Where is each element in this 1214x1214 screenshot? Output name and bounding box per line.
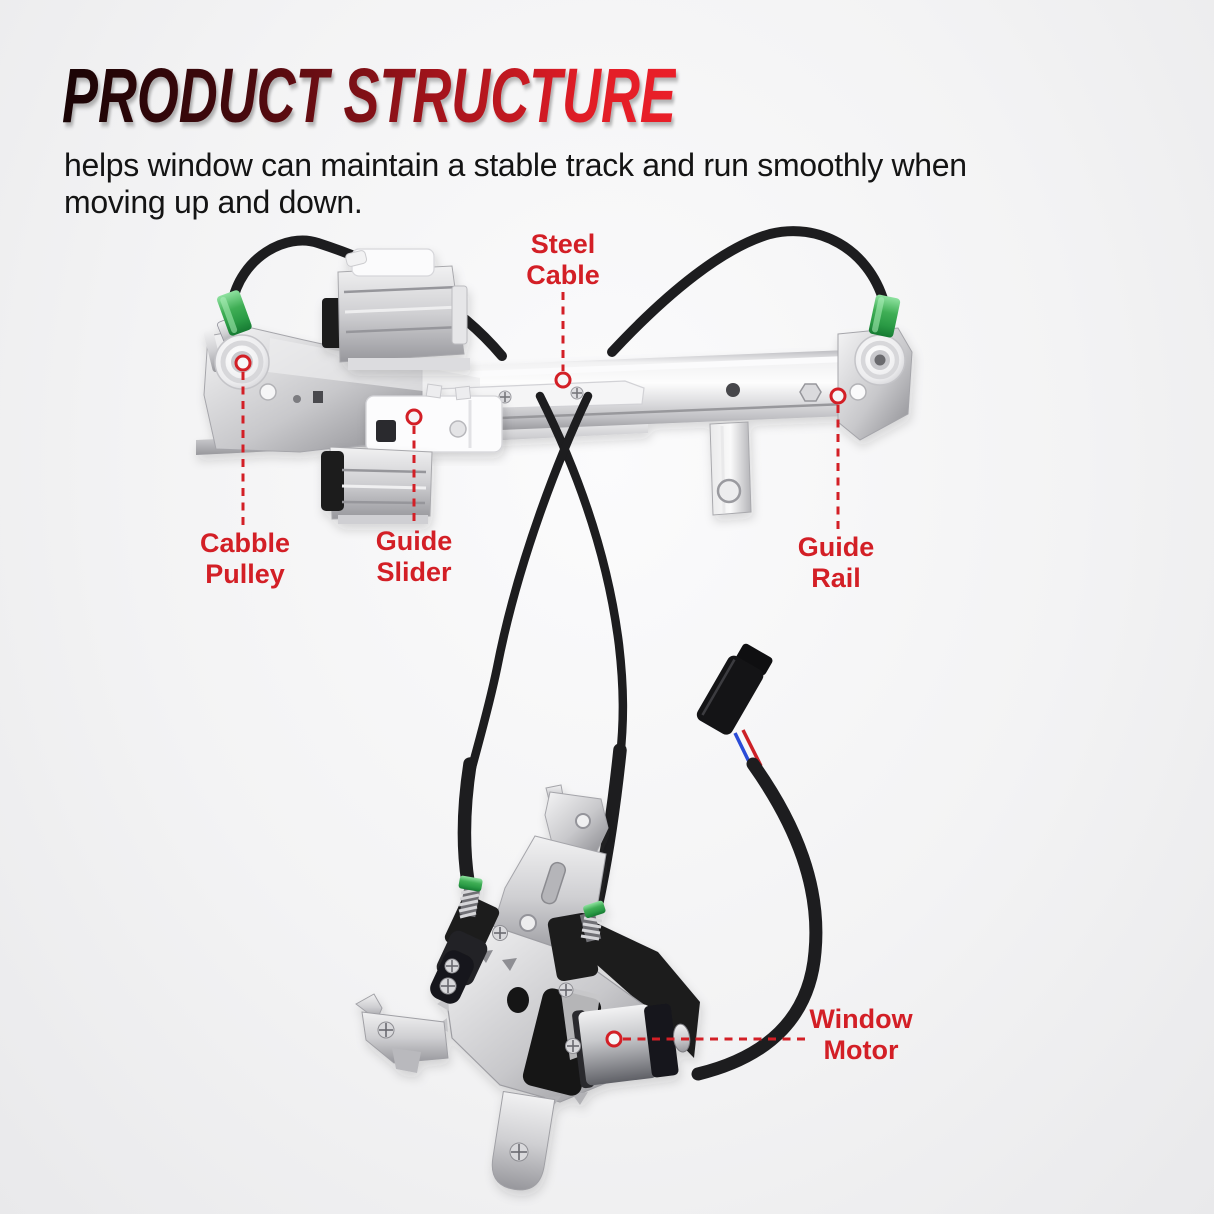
green-fitting-left: [217, 290, 252, 336]
spring-right: [579, 911, 603, 943]
leader-lines: [241, 292, 840, 1041]
green-ring-left: [458, 875, 483, 892]
leader-dots: [234, 354, 847, 1048]
cable-pulley-right: [854, 334, 906, 386]
spring-left: [458, 884, 481, 919]
product-description: helps window can maintain a stable track…: [64, 147, 967, 220]
motor-connector: [696, 643, 773, 771]
rail-bolt: [799, 383, 822, 402]
rubber-block-top: [322, 298, 343, 348]
label-guide-slider: Guide Slider: [375, 526, 453, 587]
marker-guide-slider: [405, 408, 423, 426]
rail-hanging-bracket: [709, 421, 752, 516]
window-motor-assembly: [355, 784, 700, 1191]
cable-sleeve-left: [457, 757, 477, 889]
label-steel-cable: Steel Cable: [526, 229, 600, 290]
guide-slider: [365, 383, 503, 453]
green-ring-right: [583, 900, 606, 919]
label-window-motor: Window Motor: [809, 1004, 913, 1065]
marker-guide-rail: [829, 387, 847, 405]
screws: [377, 925, 581, 1162]
green-fitting-right: [868, 294, 901, 338]
label-guide-rail: Guide Rail: [797, 532, 875, 593]
lower-clamp-bracket: [321, 446, 433, 524]
top-bracket-assembly: [322, 248, 470, 370]
page-title-text: PRODUCT STRUCTURE: [62, 53, 676, 139]
motor-cable: [691, 757, 823, 1081]
arm-slot: [540, 861, 567, 905]
label-cabble-pulley: Cabble Pulley: [199, 528, 291, 589]
marker-window-motor: [605, 1030, 623, 1048]
rubber-block-lower: [321, 451, 344, 511]
marker-steel-cable: [554, 371, 572, 389]
plate-hole: [507, 987, 529, 1013]
marker-cabble-pulley: [234, 354, 252, 372]
page-title: PRODUCT STRUCTURE: [62, 58, 939, 135]
left-mount-arm: [355, 993, 449, 1073]
bottom-mount-tab: [491, 1090, 556, 1191]
